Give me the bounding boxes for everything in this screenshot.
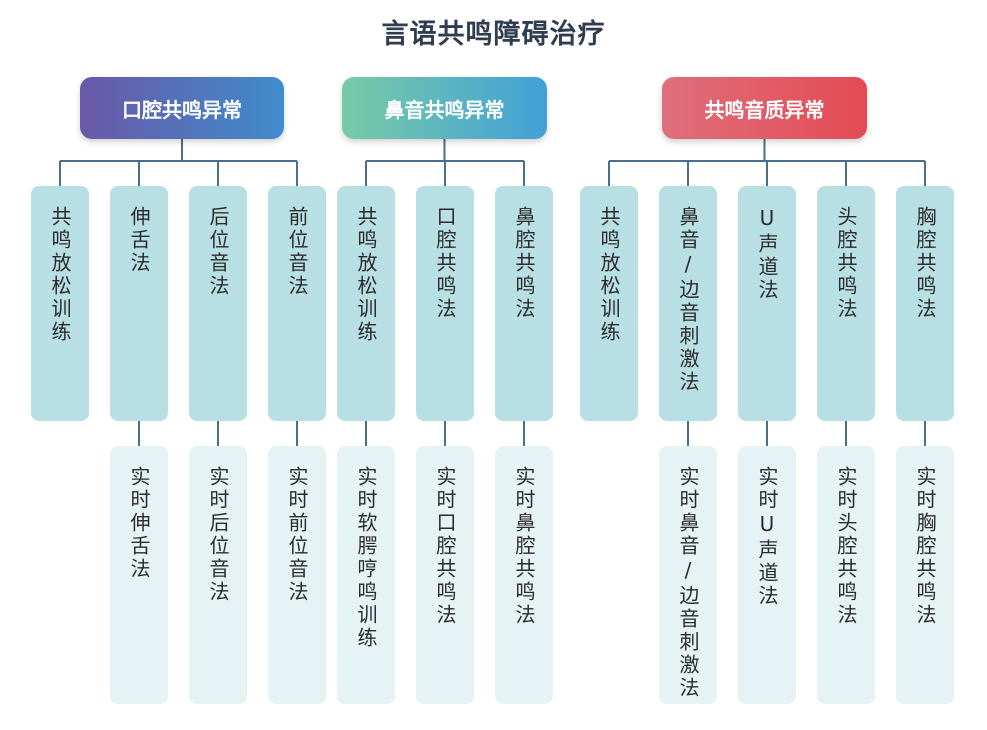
- method-box: 鼻腔共鸣法: [495, 186, 553, 421]
- realtime-method-label: 实时前位音法: [285, 466, 309, 604]
- diagram-title: 言语共鸣障碍治疗: [381, 19, 606, 50]
- category-header: 鼻音共鸣异常: [342, 77, 547, 139]
- method-box: 后位音法: [189, 186, 247, 421]
- method-label: U声道法: [755, 206, 779, 302]
- realtime-method-box: 实时U声道法: [738, 446, 796, 704]
- method-label: 头腔共鸣法: [834, 206, 858, 321]
- method-box: 鼻音/边音刺激法: [659, 186, 717, 421]
- method-label: 胸腔共鸣法: [913, 206, 937, 321]
- method-label: 伸舌法: [127, 206, 151, 275]
- realtime-method-box: 实时鼻腔共鸣法: [495, 446, 553, 704]
- realtime-method-label: 实时U声道法: [755, 466, 779, 608]
- realtime-method-box: 实时后位音法: [189, 446, 247, 704]
- category-header: 共鸣音质异常: [662, 77, 867, 139]
- method-box: 共鸣放松训练: [580, 186, 638, 421]
- method-box: 胸腔共鸣法: [896, 186, 954, 421]
- realtime-method-label: 实时头腔共鸣法: [834, 466, 858, 627]
- method-box: 前位音法: [268, 186, 326, 421]
- realtime-method-label: 实时伸舌法: [127, 466, 151, 581]
- realtime-method-label: 实时鼻腔共鸣法: [512, 466, 536, 627]
- method-label: 鼻音/边音刺激法: [676, 206, 700, 394]
- realtime-method-box: 实时伸舌法: [110, 446, 168, 704]
- realtime-method-box: 实时胸腔共鸣法: [896, 446, 954, 704]
- method-box: 头腔共鸣法: [817, 186, 875, 421]
- method-label: 前位音法: [285, 206, 309, 298]
- method-label: 鼻腔共鸣法: [512, 206, 536, 321]
- realtime-method-label: 实时鼻音/边音刺激法: [676, 466, 700, 700]
- realtime-method-label: 实时软腭哼鸣训练: [354, 466, 378, 650]
- method-label: 共鸣放松训练: [48, 206, 72, 344]
- method-box: U声道法: [738, 186, 796, 421]
- method-label: 口腔共鸣法: [433, 206, 457, 321]
- realtime-method-box: 实时口腔共鸣法: [416, 446, 474, 704]
- realtime-method-box: 实时鼻音/边音刺激法: [659, 446, 717, 704]
- realtime-method-label: 实时后位音法: [206, 466, 230, 604]
- category-header: 口腔共鸣异常: [80, 77, 284, 139]
- realtime-method-box: 实时软腭哼鸣训练: [337, 446, 395, 704]
- realtime-method-label: 实时胸腔共鸣法: [913, 466, 937, 627]
- method-box: 口腔共鸣法: [416, 186, 474, 421]
- method-label: 共鸣放松训练: [354, 206, 378, 344]
- method-label: 后位音法: [206, 206, 230, 298]
- realtime-method-box: 实时头腔共鸣法: [817, 446, 875, 704]
- method-label: 共鸣放松训练: [597, 206, 621, 344]
- method-box: 共鸣放松训练: [337, 186, 395, 421]
- realtime-method-box: 实时前位音法: [268, 446, 326, 704]
- method-box: 共鸣放松训练: [31, 186, 89, 421]
- method-box: 伸舌法: [110, 186, 168, 421]
- realtime-method-label: 实时口腔共鸣法: [433, 466, 457, 627]
